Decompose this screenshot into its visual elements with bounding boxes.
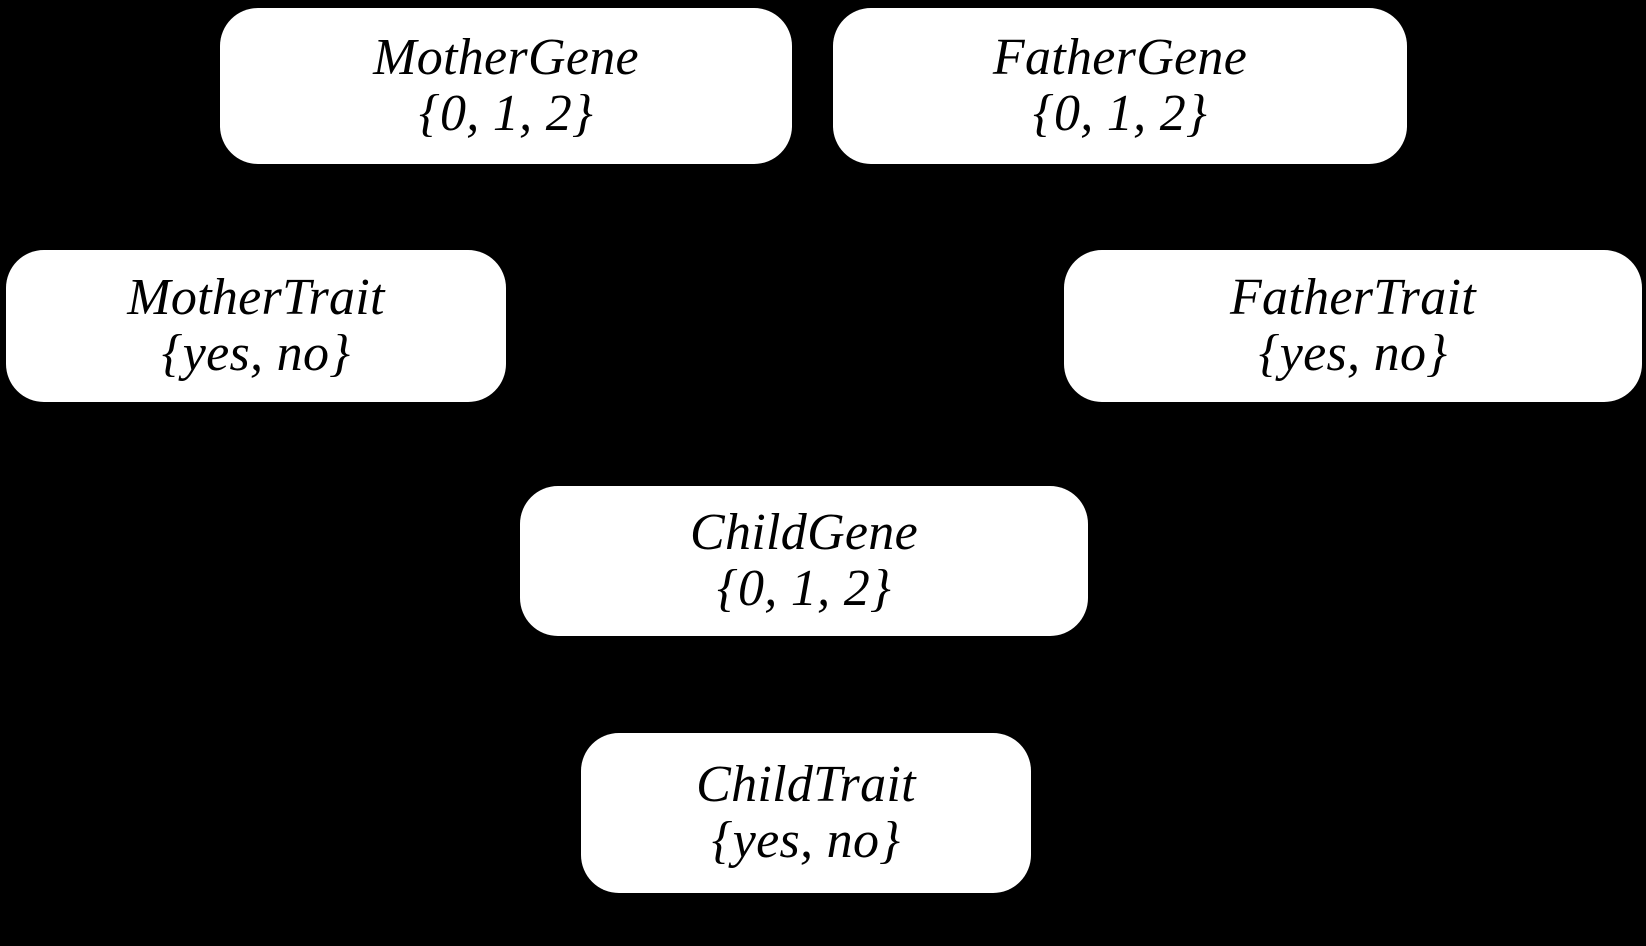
node-child-gene-domain: {0, 1, 2} [716,560,892,617]
node-father-gene-domain: {0, 1, 2} [1032,85,1208,142]
node-child-trait[interactable]: ChildTrait {yes, no} [581,733,1031,893]
node-mother-gene-domain: {0, 1, 2} [418,85,594,142]
node-child-gene[interactable]: ChildGene {0, 1, 2} [520,486,1088,636]
node-mother-gene-label: MotherGene [373,28,639,86]
node-mother-gene[interactable]: MotherGene {0, 1, 2} [220,8,792,164]
node-child-gene-label: ChildGene [690,503,918,561]
node-father-gene-label: FatherGene [992,28,1248,86]
node-mother-trait[interactable]: MotherTrait {yes, no} [6,250,506,402]
node-father-gene[interactable]: FatherGene {0, 1, 2} [833,8,1407,164]
node-father-trait-label: FatherTrait [1229,268,1476,326]
node-mother-trait-label: MotherTrait [127,268,385,326]
node-child-trait-label: ChildTrait [696,755,916,813]
node-father-trait[interactable]: FatherTrait {yes, no} [1064,250,1642,402]
node-child-trait-domain: {yes, no} [711,812,901,869]
node-mother-trait-domain: {yes, no} [161,325,351,382]
node-father-trait-domain: {yes, no} [1258,325,1448,382]
